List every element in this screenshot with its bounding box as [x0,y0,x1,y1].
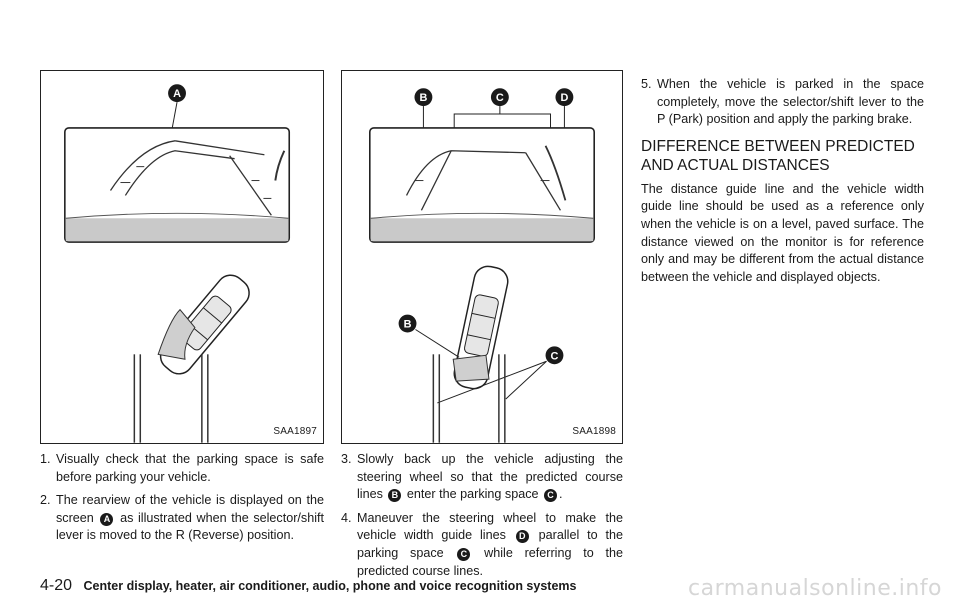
step-number: 4. [341,510,352,525]
step-text: When the vehicle is parked in the space … [657,77,924,127]
text-run: Maneuver the steering wheel to make the … [357,510,623,543]
column-3: 5. When the vehicle is parked in the spa… [641,76,924,286]
text-run: The rearview of the vehicle is displayed… [56,493,324,525]
rearview-illustration-1: A [64,84,291,443]
step-number: 5. [641,77,652,91]
figure-saa1897: A SAA1897 [40,70,324,444]
callout-b-icon: B [388,489,402,503]
text-run: as illustrated when the selector/shift l… [56,510,325,543]
callout-c-icon: C [544,489,558,503]
column-1: 1. Visually check that the parking space… [40,451,324,551]
svg-text:D: D [560,92,568,104]
figure-code: SAA1897 [273,426,317,437]
heading-line: AND ACTUAL DISTANCES [641,156,830,174]
step-1: 1. Visually check that the parking space… [40,451,324,486]
text-run: enter the parking space [406,487,539,502]
rearview-illustration-2: B C D [369,88,595,443]
figure-code: SAA1898 [572,426,616,437]
footer-title: Center display, heater, air conditioner,… [83,579,577,593]
step-text: Slowly back up the vehicle adjusting the… [357,451,623,504]
callout-c-lower-icon: C [437,346,564,404]
callout-b-lower-icon: B [398,314,460,358]
column-2: 3. Slowly back up the vehicle adjusting … [341,451,623,586]
text-run: Slowly back up the vehicle adjusting the… [357,452,623,502]
svg-text:B: B [419,92,427,104]
page-footer: 4-20 Center display, heater, air conditi… [40,577,576,595]
heading-line: DIFFERENCE BETWEEN PREDICTED [641,137,915,155]
callout-a-icon: A [100,512,114,526]
figure-saa1898: B C D [341,70,623,444]
step-5: 5. When the vehicle is parked in the spa… [641,76,924,129]
step-3: 3. Slowly back up the vehicle adjusting … [341,451,623,504]
callout-d-icon: D [515,530,529,544]
step-number: 2. [40,493,51,508]
callout-c-icon: C [457,547,471,561]
step-text: The rearview of the vehicle is displayed… [56,492,324,545]
step-number: 1. [40,452,51,466]
svg-text:C: C [551,350,559,362]
page-number: 4-20 [40,577,73,594]
svg-text:B: B [404,318,412,330]
step-2: 2. The rearview of the vehicle is displa… [40,492,324,545]
callout-a-icon: A [168,84,186,129]
text-run: . [559,487,563,502]
text-run: while referring to the predicted course … [357,545,623,578]
watermark: carmanualsonline.info [688,576,942,601]
svg-text:A: A [173,88,181,100]
step-number: 3. [341,452,352,466]
callout-c-icon: C [453,88,552,131]
step-text: Maneuver the steering wheel to make the … [357,510,623,580]
step-text: Visually check that the parking space is… [56,452,324,484]
text-run: parallel to the parking space [357,528,623,560]
step-4: 4. Maneuver the steering wheel to make t… [341,510,623,580]
svg-text:C: C [496,92,504,104]
section-heading: DIFFERENCE BETWEEN PREDICTED AND ACTUAL … [641,137,924,175]
section-paragraph: The distance guide line and the vehicle … [641,181,924,284]
